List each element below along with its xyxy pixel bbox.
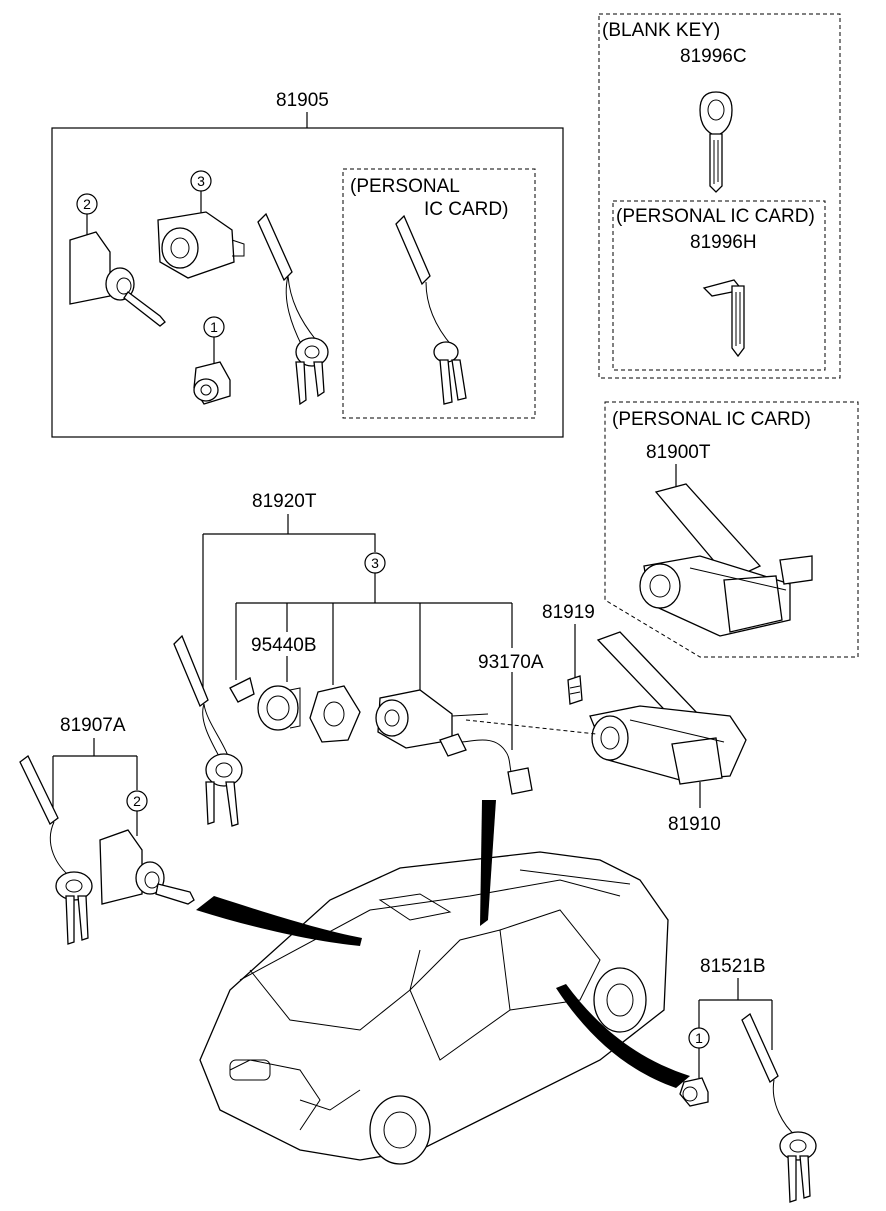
- blank-key-frame: [598, 13, 841, 379]
- smart-key-icon-ic-card: [395, 214, 467, 405]
- svg-text:3: 3: [371, 555, 379, 571]
- part-93170A-label: 93170A: [478, 652, 544, 673]
- blank-key-heading: (BLANK KEY): [602, 20, 720, 41]
- svg-text:1: 1: [210, 319, 218, 335]
- part-81910-label: 81910: [668, 814, 721, 835]
- set-81920T-group: 81920T 3 95440B 93170A: [173, 491, 544, 827]
- assembly-81900T-group: (PERSONAL IC CARD) 81900T: [604, 401, 859, 658]
- assembly-81910-group: 81919 81910: [465, 602, 747, 835]
- blank-key-group: (BLANK KEY) 81996C (PERSONAL IC CARD) 81…: [598, 13, 841, 379]
- kit-81905-group: 81905 (PERSONAL IC CARD) 2 3 1: [51, 90, 564, 438]
- immobilizer-coil-icon: [257, 685, 301, 731]
- ic-card-small-frame: [612, 200, 826, 371]
- part-95440B-label: 95440B: [251, 635, 317, 656]
- part-81996H-label: 81996H: [690, 232, 757, 253]
- ic-key-blade-icon: [702, 279, 745, 358]
- svg-text:1: 1: [695, 1030, 703, 1046]
- arrow-to-driver-door: [196, 896, 362, 946]
- vehicle-illustration: [199, 851, 669, 1165]
- kit-81905-frame: [51, 127, 564, 438]
- steering-lock-body-81910-icon: [589, 631, 747, 785]
- svg-text:2: 2: [133, 793, 141, 809]
- wiring-harness-icon: [439, 733, 533, 795]
- ic-card-box-line1: (PERSONAL: [350, 176, 460, 197]
- pointer-arrows: [196, 800, 690, 1088]
- part-81919-label: 81919: [542, 602, 595, 623]
- small-cylinder-icon: [193, 361, 231, 405]
- part-81905-label: 81905: [276, 90, 329, 111]
- ignition-lock-assembly-81900T-icon: [639, 483, 813, 637]
- smart-key-icon-81907A: [19, 755, 93, 945]
- clip-icon: [229, 677, 255, 703]
- ic-card-right-heading: (PERSONAL IC CARD): [612, 409, 811, 430]
- part-81920T-label: 81920T: [252, 491, 317, 512]
- door-lock-cylinder-81907A-icon: [99, 829, 195, 905]
- ic-card-box-line2: IC CARD): [424, 199, 508, 220]
- cylinder-cover-icon: [309, 685, 361, 743]
- part-81900T-label: 81900T: [646, 442, 711, 463]
- small-cylinder-81521B-icon: [679, 1077, 709, 1107]
- svg-text:3: 3: [197, 173, 205, 189]
- door-lock-cylinder-icon: [69, 231, 166, 327]
- smart-key-icon-81920T: [173, 634, 243, 827]
- ic-card-small-heading: (PERSONAL IC CARD): [616, 206, 815, 227]
- part-81907A-label: 81907A: [60, 715, 126, 736]
- ic-card-right-frame: [604, 401, 859, 658]
- set-81521B-group: 81521B 1: [679, 956, 817, 1203]
- smart-key-icon-81521B: [741, 1012, 817, 1203]
- blank-key-icon: [699, 91, 733, 193]
- smart-key-icon-kit: [257, 212, 329, 406]
- part-81996C-label: 81996C: [680, 46, 747, 67]
- ic-card-box-frame: [342, 168, 536, 419]
- ignition-cylinder-icon: [157, 211, 245, 279]
- set-81907A-group: 81907A 2: [19, 715, 195, 945]
- bolt-81919-icon: [567, 675, 583, 705]
- lock-cylinder-81920T-icon: [375, 689, 489, 749]
- arrow-to-tailgate: [556, 984, 690, 1088]
- arrow-to-ignition: [480, 800, 496, 926]
- svg-text:2: 2: [83, 196, 91, 212]
- part-81521B-label: 81521B: [700, 956, 766, 977]
